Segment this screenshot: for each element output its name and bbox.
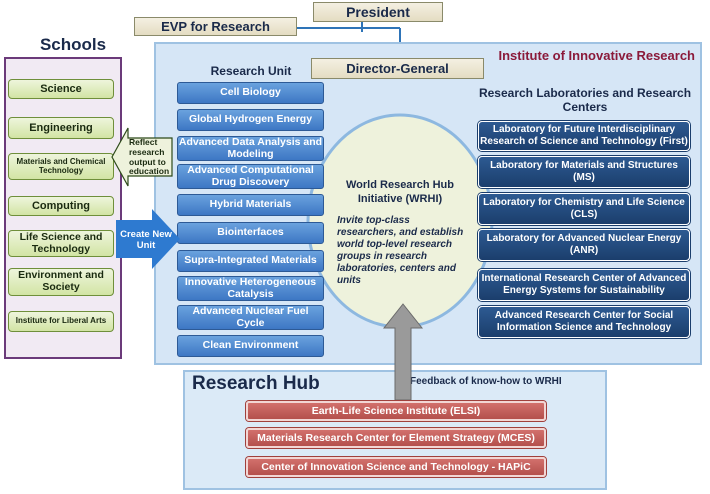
unit-cell-biology: Cell Biology: [177, 82, 324, 104]
unit-supra-integrated-materials: Supra-Integrated Materials: [177, 250, 324, 272]
wrhi-title: World Research Hub Initiative (WRHI): [346, 179, 454, 205]
unit-computational-drug-discovery: Advanced Computational Drug Discovery: [177, 164, 324, 189]
unit-global-hydrogen-energy: Global Hydrogen Energy: [177, 109, 324, 131]
wrhi-body: Invite top-class researchers, and establ…: [337, 215, 464, 286]
lab-energy-systems-center: International Research Center of Advance…: [478, 269, 690, 301]
create-label: Create New Unit: [120, 229, 172, 251]
school-materials-chemical-technology: Materials and Chemical Technology: [8, 153, 114, 180]
hub-elsi: Earth-Life Science Institute (ELSI): [246, 401, 546, 421]
labs-title: Research Laboratories and Research Cente…: [478, 86, 692, 114]
lab-materials-structures: Laboratory for Materials and Structures …: [478, 156, 690, 188]
school-life-science-technology: Life Science and Technology: [8, 230, 114, 257]
school-computing: Computing: [8, 196, 114, 216]
unit-biointerfaces: Biointerfaces: [177, 222, 324, 244]
schools-title: Schools: [39, 35, 107, 54]
research-hub-title: Research Hub: [192, 373, 320, 394]
unit-nuclear-fuel-cycle: Advanced Nuclear Fuel Cycle: [177, 305, 324, 330]
school-environment-society: Environment and Society: [8, 268, 114, 296]
unit-heterogeneous-catalysis: Innovative Heterogeneous Catalysis: [177, 276, 324, 301]
lab-chemistry-life-science: Laboratory for Chemistry and Life Scienc…: [478, 193, 690, 225]
school-liberal-arts: Institute for Liberal Arts: [8, 311, 114, 332]
school-engineering: Engineering: [8, 117, 114, 139]
hub-mces: Materials Research Center for Element St…: [246, 428, 546, 448]
unit-advanced-data-analysis: Advanced Data Analysis and Modeling: [177, 135, 324, 161]
lab-advanced-nuclear-energy: Laboratory for Advanced Nuclear Energy (…: [478, 229, 690, 261]
hub-hapic: Center of Innovation Science and Technol…: [246, 457, 546, 477]
school-science: Science: [8, 79, 114, 99]
unit-hybrid-materials: Hybrid Materials: [177, 194, 324, 216]
feedback-label: Feedback of know-how to WRHI: [410, 376, 562, 387]
president-box: President: [313, 2, 443, 22]
research-unit-title: Research Unit: [210, 64, 292, 78]
director-general-box: Director-General: [311, 58, 484, 79]
unit-clean-environment: Clean Environment: [177, 335, 324, 357]
create-arrow: [116, 209, 180, 269]
lab-first: Laboratory for Future Interdisciplinary …: [478, 121, 690, 151]
evp-box: EVP for Research: [134, 17, 297, 36]
lab-social-information-center: Advanced Research Center for Social Info…: [478, 306, 690, 338]
reflect-label: Reflect research output to education: [129, 137, 170, 177]
institute-title: Institute of Innovative Research: [498, 48, 696, 63]
feedback-arrow: [382, 303, 424, 401]
reflect-arrow: [111, 127, 173, 187]
